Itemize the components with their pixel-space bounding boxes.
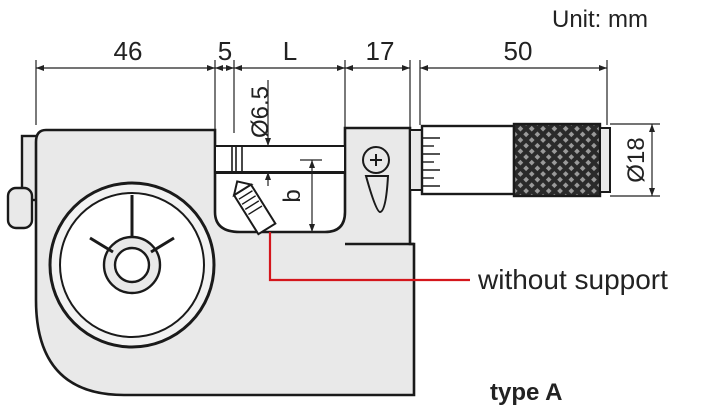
b-dimension [300,159,330,233]
dim-50-label: 50 [504,36,533,66]
dim-thimble-diameter: Ø18 [623,137,650,182]
top-dimension-lines [35,60,608,133]
dim-b-label: b [279,189,306,202]
thimble-diameter-dimension [610,123,660,197]
unit-label: Unit: mm [552,6,648,33]
diagram-caption: type A [490,379,562,406]
dim-anvil-diameter: Ø6.5 [247,86,274,138]
callout-leader-line [268,232,470,282]
micrometer-body [6,122,611,397]
callout-text: without support [477,264,668,295]
anvil-diameter-dimension [265,80,271,186]
dim-5-label: 5 [218,36,232,66]
dim-17-label: 17 [366,36,395,66]
dim-46-label: 46 [114,36,143,66]
dim-l-label: L [283,36,297,66]
